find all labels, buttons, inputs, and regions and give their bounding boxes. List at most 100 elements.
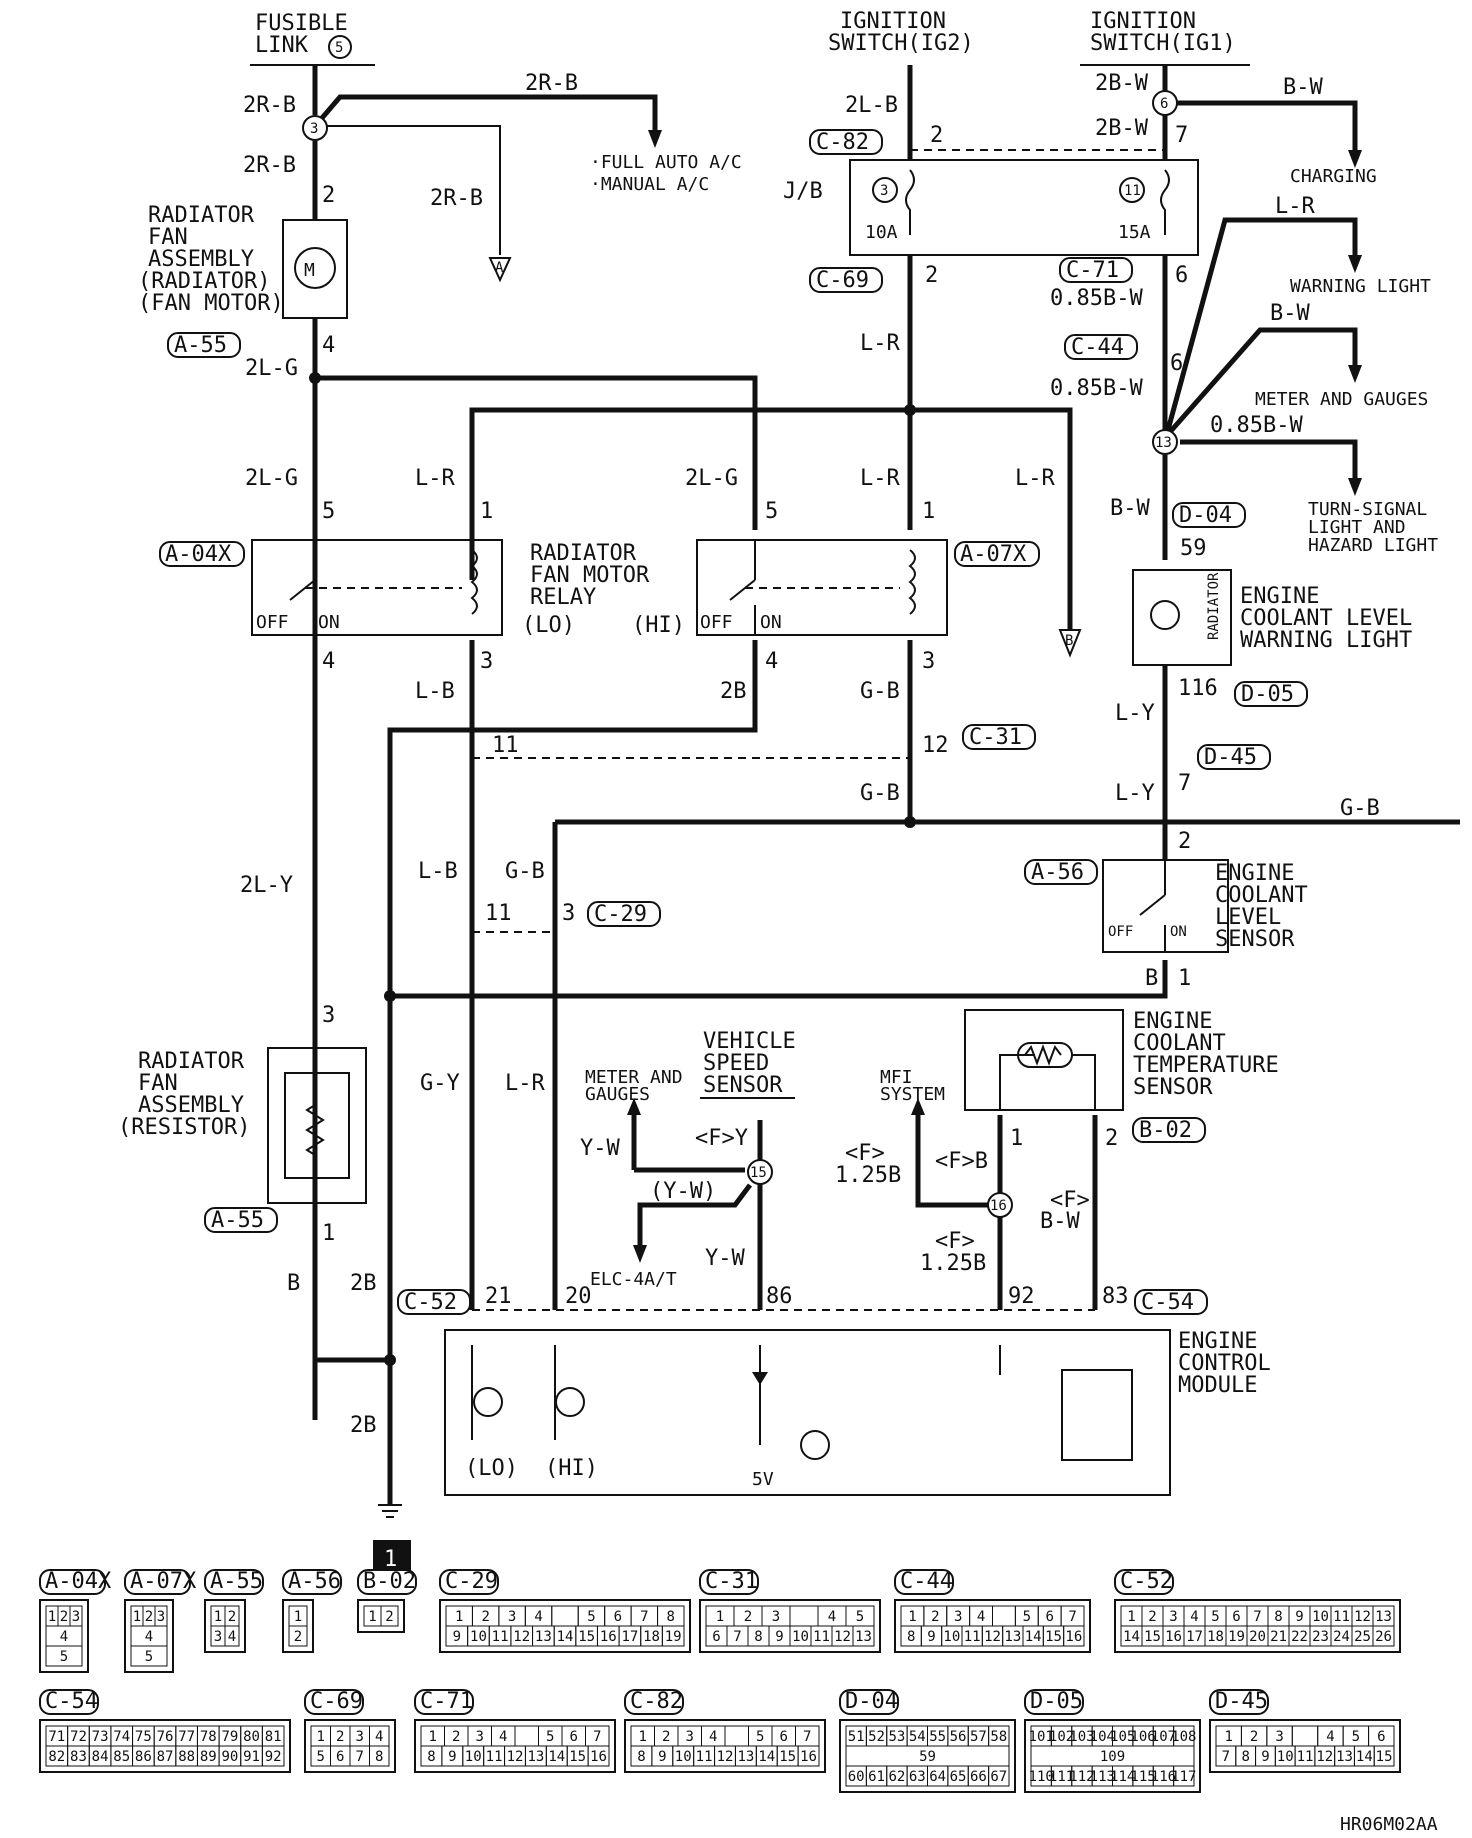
wire-LR-bus [469,407,1073,630]
svg-text:2: 2 [1105,1126,1118,1151]
connector-pin: 104 [1090,1729,1115,1745]
connector-pin: 10 [675,1749,692,1765]
connector-pin: 4 [709,1729,717,1745]
connector-view-label: D-05 [1030,1689,1083,1714]
tag-D04: D-04 [1172,502,1246,528]
connector-pin: 1 [214,1609,222,1625]
connector-pin: 8 [427,1749,435,1765]
svg-text:2: 2 [1178,829,1191,854]
offpage-refs: A B [488,257,1082,658]
connector-tags: A-55 C-82 C-69 C-71 C-44 D-04 A-04X A-07… [159,129,1308,1315]
splice-6: 6 [1152,90,1178,116]
wire-BW-meter [1168,327,1358,434]
connector-pin: 16 [590,1749,607,1765]
connector-view-label: A-07X [130,1569,197,1594]
connector-view-label: D-04 [845,1689,898,1714]
svg-text:L-R: L-R [860,331,900,356]
svg-text:11: 11 [485,901,512,926]
svg-text:5: 5 [765,499,778,524]
connector-pin: 11 [813,1629,830,1645]
connector-view-label: D-45 [1215,1689,1268,1714]
connector-pin: 2 [744,1609,752,1625]
connector-pin: 1 [368,1609,376,1625]
connector-pin: 5 [587,1609,595,1625]
svg-text:92: 92 [1008,1284,1035,1309]
splice-13: 13 [1152,429,1178,455]
svg-text:2R-B: 2R-B [525,71,578,96]
connector-pin: 8 [667,1609,675,1625]
svg-text:C-29: C-29 [594,902,647,927]
connector-pin: 9 [1261,1749,1269,1765]
connector-pin: 3 [508,1609,516,1625]
svg-text:5: 5 [322,499,335,524]
coolant-warning-light: RADIATOR [1132,569,1232,666]
connector-view-label: A-04X [45,1569,112,1594]
svg-text:4: 4 [322,333,335,358]
svg-text:L-R: L-R [1015,466,1055,491]
svg-text:1: 1 [322,1221,335,1246]
svg-text:G-B: G-B [505,859,545,884]
connector-pin: 20 [1249,1629,1266,1645]
connector-pin: 15 [1144,1629,1161,1645]
connector-pin: 5 [317,1749,325,1765]
connector-pin: 62 [889,1769,906,1785]
connector-pin: 114 [1110,1769,1135,1785]
connector-pin: 11 [492,1629,509,1645]
connector-pin: 3 [214,1629,222,1645]
svg-text:(LO): (LO) [465,1456,518,1481]
svg-text:B-02: B-02 [1139,1118,1192,1143]
connector-pin: 2 [1250,1729,1258,1745]
connector-pin: 21 [1270,1629,1287,1645]
connector-pin: 61 [868,1769,885,1785]
connector-pin: 2 [228,1609,236,1625]
connector-pin: 3 [157,1609,165,1625]
connector-pin: 85 [113,1749,130,1765]
connector-pin: 78 [200,1729,217,1745]
connector-pin: 6 [1377,1729,1385,1745]
svg-text:1: 1 [1010,1126,1023,1151]
ac-destination: ·FULL AUTO A/C·MANUAL A/C [590,152,742,195]
svg-text:3: 3 [562,901,575,926]
svg-text:A-56: A-56 [1031,860,1084,885]
fan-relay-hi: OFF ON [696,539,948,636]
wire-2RB-refa [322,125,501,255]
splices: 3 6 13 15 16 [302,90,1178,1218]
svg-text:15: 15 [750,1165,767,1181]
svg-text:OFF: OFF [700,612,733,633]
svg-text:L-R: L-R [1275,194,1315,219]
fusible-link-number: 5 [335,40,343,56]
connector-pin: 13 [737,1749,754,1765]
svg-text:C-71: C-71 [1066,258,1119,283]
svg-text:15A: 15A [1118,222,1151,243]
connector-pin: 16 [800,1749,817,1765]
svg-text:4: 4 [322,649,335,674]
svg-text:G-B: G-B [1340,796,1380,821]
connector-pin: 54 [909,1729,926,1745]
arrow-meter [1348,365,1362,383]
connector-pin: 87 [157,1749,174,1765]
connector-pin: 57 [970,1729,987,1745]
connector-pin: 8 [907,1629,915,1645]
ref-b-label: B [1065,633,1073,649]
svg-text:C-44: C-44 [1071,335,1124,360]
destination-labels: ·FULL AUTO A/C·MANUAL A/C CHARGING WARNI… [585,152,1438,1290]
connector-pin: 4 [534,1609,542,1625]
connector-pin: 80 [243,1729,260,1745]
connector-pin: 86 [135,1749,152,1765]
svg-text:D-04: D-04 [1179,503,1232,528]
connector-pin: 1 [1224,1729,1232,1745]
tag-D45: D-45 [1197,744,1271,770]
wire-2LG-bus [315,375,758,530]
connector-pin: 11 [1333,1609,1350,1625]
connector-pin: 13 [855,1629,872,1645]
svg-text:20: 20 [565,1284,592,1309]
svg-text:11: 11 [1124,183,1141,199]
